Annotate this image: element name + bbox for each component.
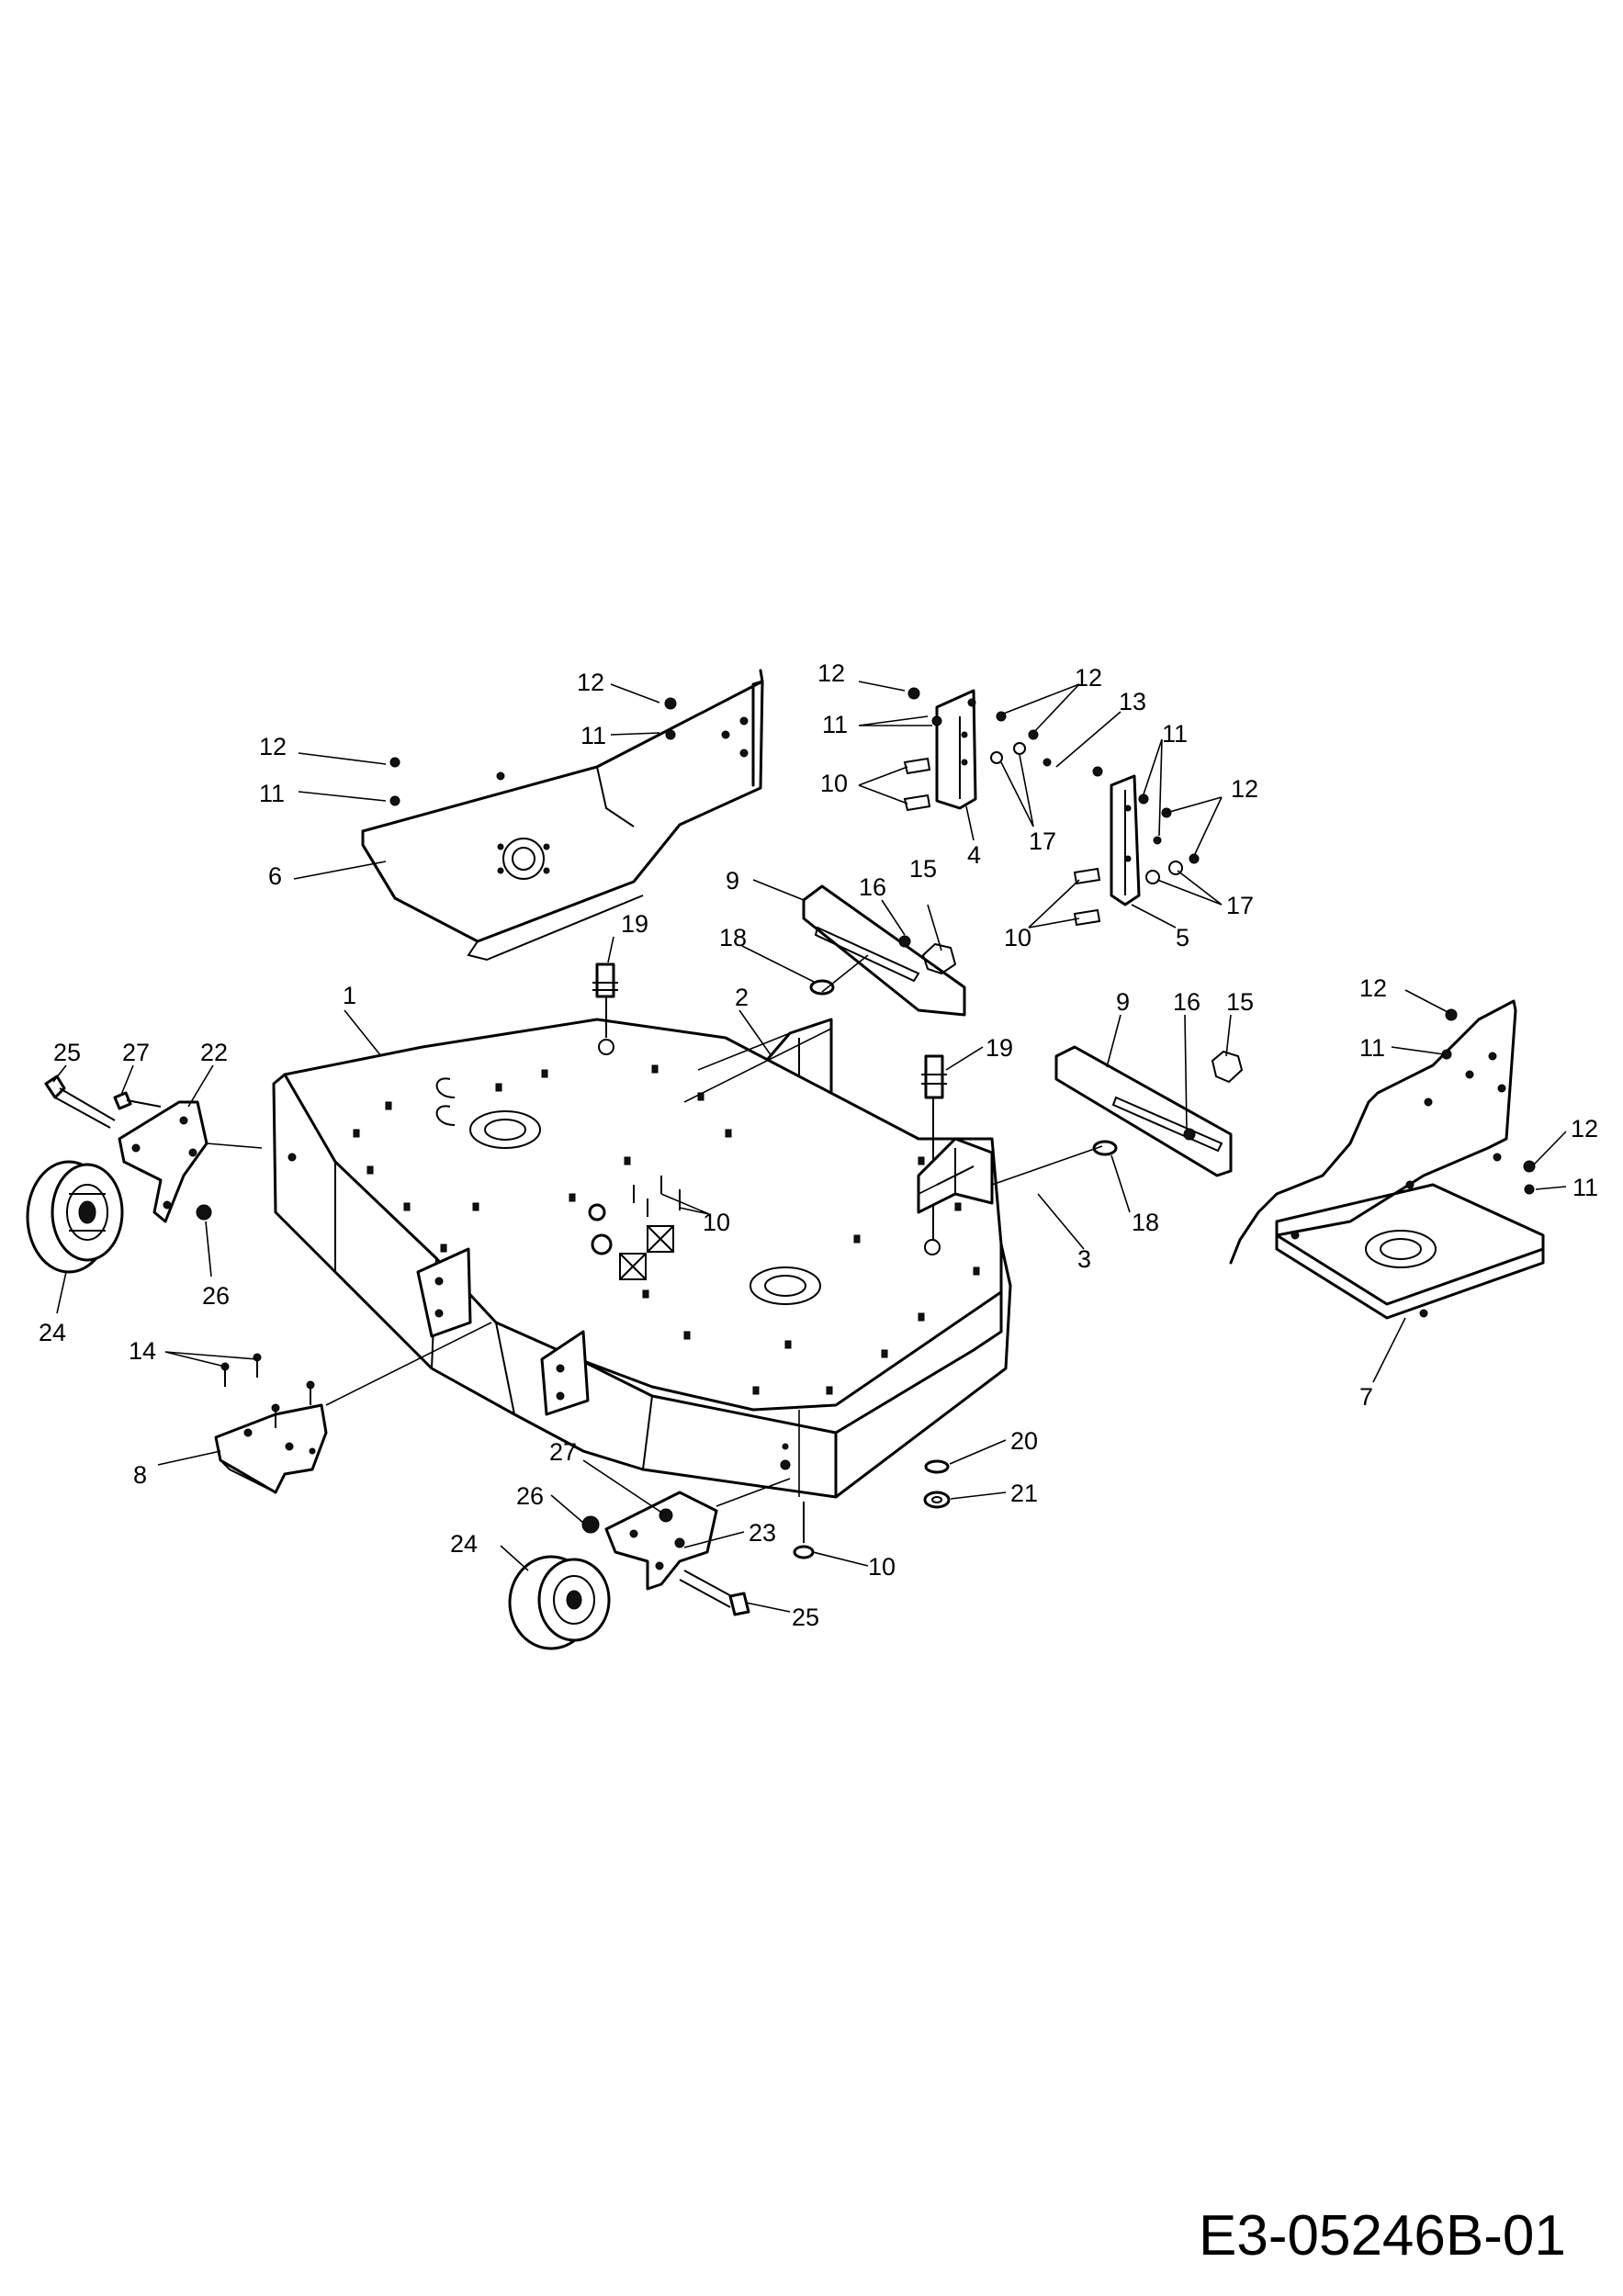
callout-26: 26 (516, 1482, 544, 1510)
callout-25: 25 (792, 1604, 819, 1631)
callout-10: 10 (703, 1209, 730, 1236)
callout-2: 2 (735, 984, 749, 1011)
callout-12: 12 (1231, 775, 1258, 803)
callout-11: 11 (1162, 720, 1188, 748)
part-4-bracket (903, 687, 1052, 812)
callout-14: 14 (129, 1337, 156, 1365)
callout-10: 10 (868, 1553, 896, 1581)
part-26-nut-bottom (581, 1515, 600, 1534)
callout-4: 4 (967, 841, 981, 869)
part-10-bolt-lower (793, 1502, 815, 1559)
callout-18: 18 (1132, 1209, 1159, 1236)
callout-12: 12 (1075, 664, 1102, 692)
callout-3: 3 (1077, 1245, 1091, 1273)
callout-24: 24 (39, 1319, 66, 1346)
callout-11: 11 (1572, 1174, 1598, 1201)
callout-17: 17 (1029, 827, 1056, 855)
callout-16: 16 (1173, 988, 1200, 1016)
callout-19: 19 (986, 1034, 1013, 1062)
part-1-mower-deck (272, 1018, 1012, 1499)
drawing-code: E3-05246B-01 (1199, 2204, 1566, 2268)
part-20-washer (924, 1459, 950, 1474)
callout-19: 19 (621, 910, 648, 938)
callout-21: 21 (1010, 1480, 1038, 1507)
callout-8: 8 (133, 1461, 147, 1489)
callout-labels: 12 11 12 11 6 12 11 10 4 12 17 13 11 12 … (39, 659, 1598, 1631)
part-24-wheel-left (26, 1160, 124, 1274)
callout-5: 5 (1176, 924, 1189, 951)
callout-23: 23 (749, 1519, 776, 1547)
part-6-left-mounting-plate (361, 669, 764, 962)
callout-7: 7 (1359, 1383, 1373, 1411)
part-27-bolt-left (113, 1091, 162, 1110)
callout-27: 27 (122, 1039, 150, 1066)
spindle-hole-left (469, 1110, 541, 1149)
callout-12: 12 (817, 659, 845, 687)
callout-20: 20 (1010, 1427, 1038, 1455)
callout-1: 1 (343, 982, 356, 1009)
part-26-nut-left (196, 1204, 212, 1221)
callout-18: 18 (719, 924, 747, 951)
part-25-bolt-bottom (679, 1570, 750, 1616)
part-24-wheel-bottom (508, 1555, 611, 1650)
callout-6: 6 (268, 862, 282, 890)
callout-16: 16 (859, 873, 886, 901)
part-5-bracket (1073, 766, 1200, 927)
callout-22: 22 (200, 1039, 228, 1066)
callout-11: 11 (259, 780, 285, 807)
part-19-fitting-upper (592, 962, 618, 1038)
callout-25: 25 (53, 1039, 81, 1066)
callout-10: 10 (820, 770, 848, 797)
callout-17: 17 (1226, 892, 1254, 919)
callout-9: 9 (726, 867, 739, 895)
part-22-wheel-bracket-left (118, 1100, 209, 1223)
callout-24: 24 (450, 1530, 478, 1558)
callout-15: 15 (1226, 988, 1254, 1016)
callout-11: 11 (580, 722, 606, 749)
callout-10: 10 (1004, 924, 1031, 951)
part-25-bolt-left (44, 1075, 116, 1129)
part-9-adjuster-right (1054, 1045, 1244, 1177)
callout-12: 12 (1359, 974, 1387, 1002)
callout-12: 12 (259, 733, 287, 760)
center-bolts (588, 1176, 681, 1280)
part-9-adjuster-left (802, 884, 966, 1017)
callout-12: 12 (1571, 1115, 1598, 1142)
callout-12: 12 (577, 669, 604, 696)
leader-lines (52, 681, 1567, 1613)
callout-15: 15 (909, 855, 937, 883)
callout-11: 11 (1359, 1034, 1385, 1062)
callout-26: 26 (202, 1282, 230, 1310)
callout-11: 11 (822, 711, 848, 738)
part-8-front-bracket (214, 1403, 328, 1494)
part-7-right-mounting-plate (1229, 999, 1545, 1320)
callout-13: 13 (1119, 688, 1146, 715)
part-23-wheel-bracket-bottom (604, 1491, 718, 1591)
callout-27: 27 (549, 1438, 577, 1466)
part-21-nut (923, 1491, 951, 1509)
spindle-hole-right (750, 1266, 821, 1305)
assembly-lines (206, 954, 1103, 1507)
callout-9: 9 (1116, 988, 1130, 1016)
